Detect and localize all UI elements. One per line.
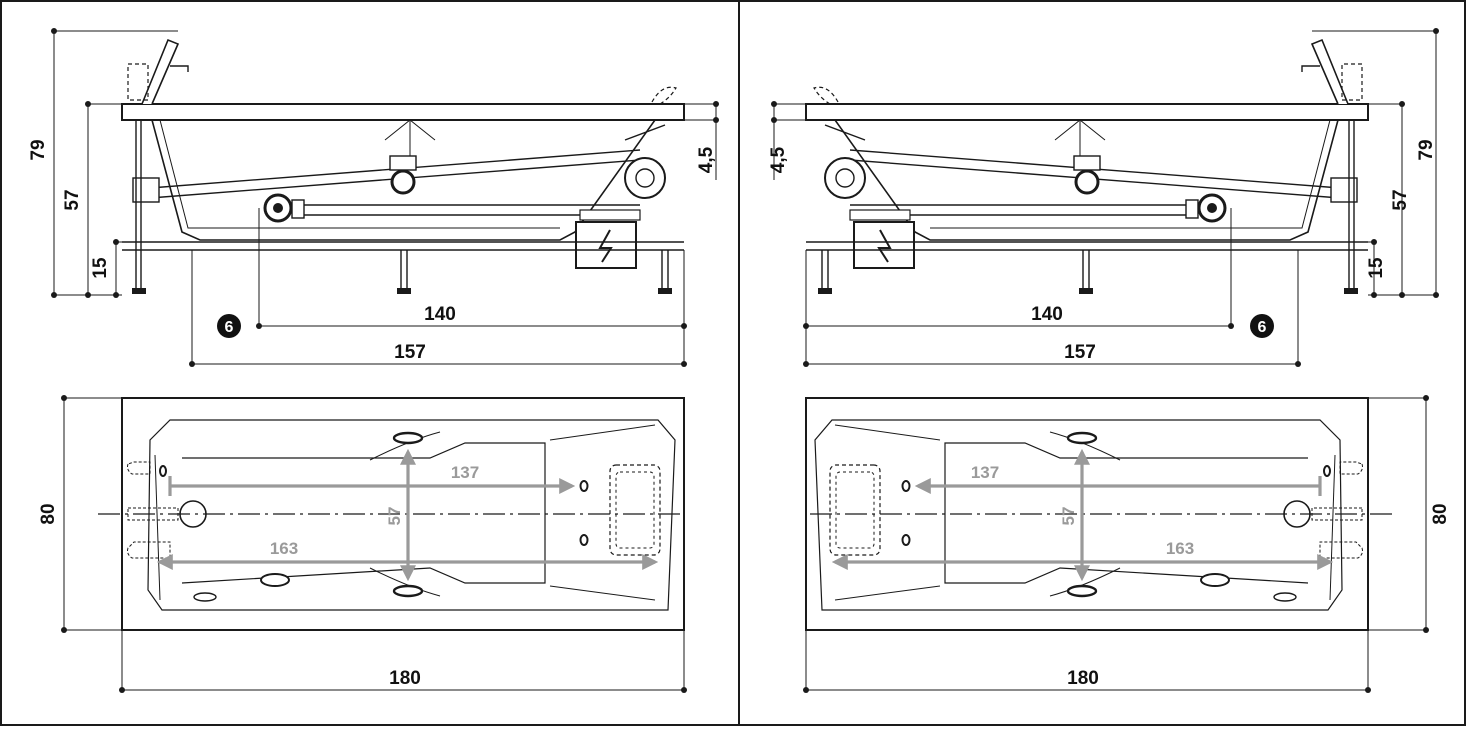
dim-inner-137: 137: [971, 463, 999, 482]
dim-rim-thickness: 4,5: [768, 146, 789, 173]
marker-label: 6: [225, 319, 234, 336]
dim-length: 180: [389, 668, 421, 689]
dim-width: 80: [38, 503, 59, 524]
dim-length-157: 157: [394, 342, 426, 363]
dim-total-height: 79: [28, 139, 49, 160]
dim-length-140: 140: [1031, 304, 1063, 325]
dim-total-height: 79: [1416, 139, 1437, 160]
dim-rim-height: 57: [1390, 189, 1411, 210]
dim-frame-height: 15: [1366, 257, 1387, 279]
dim-rim-height: 57: [62, 189, 83, 210]
dim-length: 180: [1067, 668, 1099, 689]
marker-label: 6: [1258, 319, 1267, 336]
dim-width: 80: [1430, 503, 1451, 524]
left-labels: 79 57 15 4,5 140 157 6 80 180 137 163 57: [28, 139, 717, 689]
dim-inner-57: 57: [1059, 507, 1078, 526]
dim-frame-height: 15: [90, 257, 111, 279]
dim-inner-163: 163: [1166, 539, 1194, 558]
dim-inner-137: 137: [451, 463, 479, 482]
dim-inner-57: 57: [385, 507, 404, 526]
dim-inner-163: 163: [270, 539, 298, 558]
right-labels: 79 57 15 4,5 140 157 6 80 180 137 163 57: [768, 139, 1451, 689]
dim-length-140: 140: [424, 304, 456, 325]
marker-badge: [217, 314, 241, 338]
dim-rim-thickness: 4,5: [696, 146, 717, 173]
dim-length-157: 157: [1064, 342, 1096, 363]
marker-badge: [1250, 314, 1274, 338]
